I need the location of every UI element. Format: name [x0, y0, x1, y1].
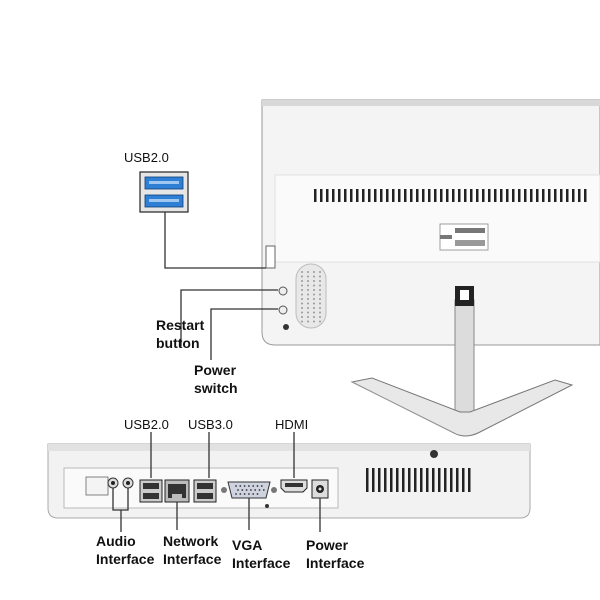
monitor-stand	[350, 286, 574, 437]
network-interface-label: Network Interface	[163, 533, 222, 567]
usb30-ports	[193, 479, 217, 503]
io-ports	[85, 476, 329, 508]
vga-port	[221, 481, 277, 499]
power-switch-label: Power switch	[194, 362, 238, 396]
usb20-side-label: USB2.0	[124, 150, 169, 165]
hdmi-port	[280, 479, 308, 493]
top-leader-lines	[164, 212, 278, 360]
side-hole-icon	[283, 324, 289, 330]
vga-interface-label: VGA Interface	[232, 537, 291, 571]
usb30-bottom-label: USB3.0	[188, 417, 233, 432]
usb20-bottom-label: USB2.0	[124, 417, 169, 432]
restart-button-label: Restart button	[156, 317, 205, 351]
audio-interface-label: Audio Interface	[96, 533, 155, 567]
io-blank-panel	[85, 476, 109, 496]
hdmi-label: HDMI	[275, 417, 309, 432]
usb20-side-icon	[139, 171, 189, 213]
side-usb-slot	[265, 245, 276, 269]
io-panel-vent	[366, 468, 471, 492]
speaker-grill	[295, 263, 327, 329]
bottom-leader-lines	[112, 432, 321, 532]
power-port	[311, 479, 329, 499]
label-sticker	[439, 223, 489, 251]
power-switch-icon[interactable]	[278, 305, 288, 315]
restart-button-icon[interactable]	[278, 286, 288, 296]
usb20-ports	[139, 479, 163, 503]
ethernet-port	[164, 479, 190, 503]
power-interface-label: Power Interface	[306, 537, 365, 571]
rear-vent	[314, 189, 587, 202]
